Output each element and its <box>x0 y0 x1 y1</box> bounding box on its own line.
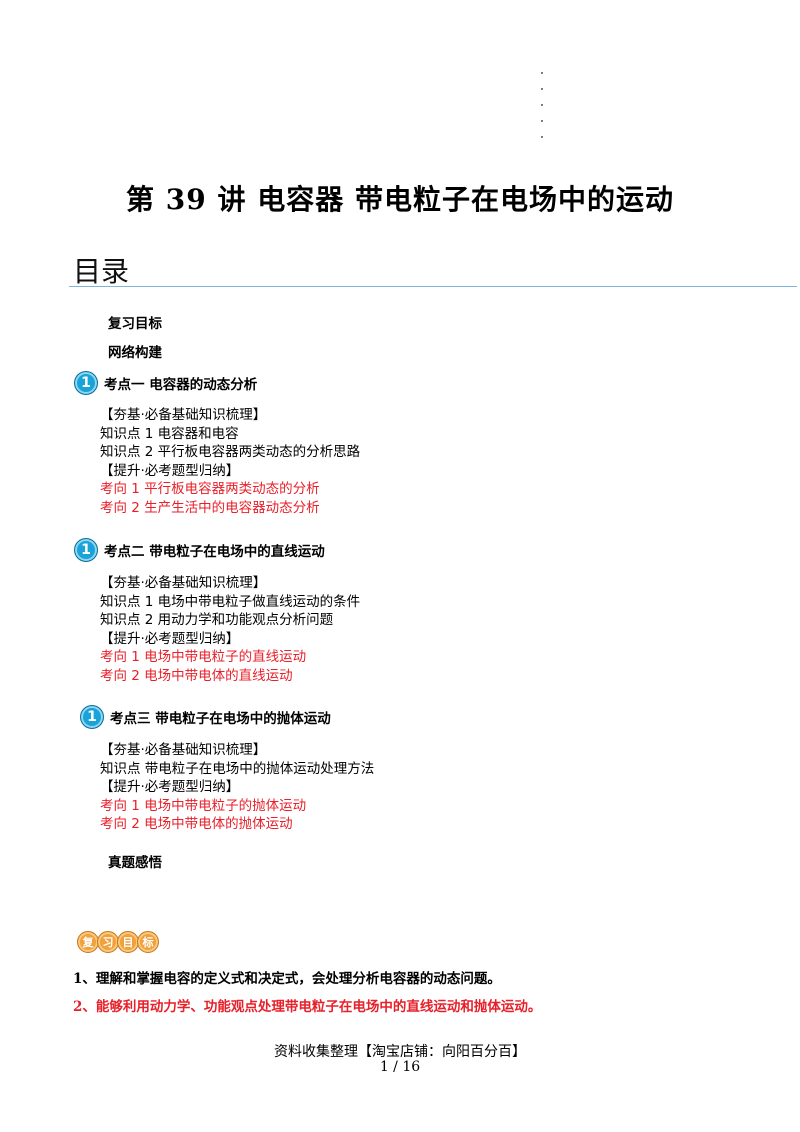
review-goals-badge-icon: 复 习 目 标 <box>77 931 159 953</box>
section-heading: 考点三 带电粒子在电场中的抛体运动 <box>110 711 331 727</box>
toc-divider <box>69 286 797 287</box>
toc-item[interactable]: 考向 1 电场中带电粒子的直线运动 <box>100 649 307 665</box>
toc-real-questions[interactable]: 真题感悟 <box>108 855 162 871</box>
page-title: 第 39 讲 电容器 带电粒子在电场中的运动 <box>126 183 674 216</box>
footer-source: 资料收集整理【淘宝店铺：向阳百分百】 <box>274 1044 526 1060</box>
toc-section-1-items: 【夯基·必备基础知识梳理】 知识点 1 电容器和电容 知识点 2 平行板电容器两… <box>100 406 360 517</box>
toc-item[interactable]: 【提升·必考题型归纳】 <box>100 779 240 795</box>
toc-section-3-items: 【夯基·必备基础知识梳理】 知识点 带电粒子在电场中的抛体运动处理方法 【提升·… <box>100 741 374 834</box>
decorative-dots <box>541 72 545 152</box>
toc-item[interactable]: 考向 2 电场中带电体的直线运动 <box>100 667 293 684</box>
toc-item[interactable]: 知识点 带电粒子在电场中的抛体运动处理方法 <box>100 760 375 777</box>
toc-item[interactable]: 【夯基·必备基础知识梳理】 <box>100 742 267 758</box>
goal-1: 1、理解和掌握电容的定义式和决定式，会处理分析电容器的动态问题。 <box>73 971 501 987</box>
section-heading: 考点一 电容器的动态分析 <box>104 377 258 393</box>
toc-item[interactable]: 知识点 2 用动力学和功能观点分析问题 <box>100 612 334 628</box>
page-number: 1 / 16 <box>379 1059 421 1075</box>
toc-network[interactable]: 网络构建 <box>108 345 162 361</box>
toc-section-1[interactable]: 1 考点一 电容器的动态分析 <box>74 371 257 395</box>
number-badge-icon: 1 <box>74 538 98 562</box>
toc-item[interactable]: 考向 2 生产生活中的电容器动态分析 <box>100 499 320 516</box>
toc-item[interactable]: 【提升·必考题型归纳】 <box>100 630 240 647</box>
badge-char: 标 <box>137 931 159 953</box>
goal-2: 2、能够利用动力学、功能观点处理带电粒子在电场中的直线运动和抛体运动。 <box>73 999 542 1015</box>
toc-item[interactable]: 知识点 1 电场中带电粒子做直线运动的条件 <box>100 593 361 610</box>
toc-item[interactable]: 【夯基·必备基础知识梳理】 <box>100 575 267 591</box>
toc-item[interactable]: 考向 2 电场中带电体的抛体运动 <box>100 816 293 832</box>
toc-review-goals[interactable]: 复习目标 <box>108 316 162 332</box>
number-badge-icon: 1 <box>80 705 104 729</box>
toc-item[interactable]: 【提升·必考题型归纳】 <box>100 462 240 479</box>
toc-item[interactable]: 考向 1 电场中带电粒子的抛体运动 <box>100 797 307 814</box>
toc-section-3[interactable]: 1 考点三 带电粒子在电场中的抛体运动 <box>80 705 331 729</box>
toc-section-2-items: 【夯基·必备基础知识梳理】 知识点 1 电场中带电粒子做直线运动的条件 知识点 … <box>100 574 360 685</box>
badge-char: 习 <box>97 931 119 953</box>
toc-item[interactable]: 考向 1 平行板电容器两类动态的分析 <box>100 481 320 497</box>
badge-char: 目 <box>117 931 139 953</box>
number-badge-icon: 1 <box>74 371 98 395</box>
toc-item[interactable]: 【夯基·必备基础知识梳理】 <box>100 407 267 423</box>
badge-char: 复 <box>77 931 99 953</box>
section-heading: 考点二 带电粒子在电场中的直线运动 <box>104 544 325 560</box>
toc-heading: 目录 <box>73 255 130 288</box>
toc-item[interactable]: 知识点 2 平行板电容器两类动态的分析思路 <box>100 444 361 460</box>
toc-item[interactable]: 知识点 1 电容器和电容 <box>100 425 239 442</box>
toc-section-2[interactable]: 1 考点二 带电粒子在电场中的直线运动 <box>74 538 325 562</box>
